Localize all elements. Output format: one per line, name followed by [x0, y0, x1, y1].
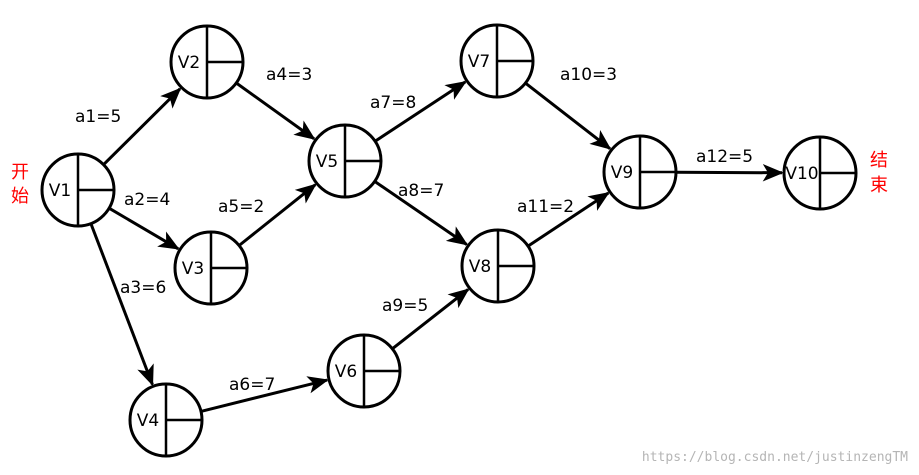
- node-v6: V6: [326, 333, 402, 409]
- edge-a2-arrow: [108, 206, 180, 251]
- end-label-char-1: 结: [870, 150, 888, 171]
- edge-a9-arrow: [391, 288, 470, 350]
- edge-a7-arrow: [374, 80, 467, 143]
- node-v8: V8: [460, 228, 536, 304]
- node-v9: V9: [602, 134, 678, 210]
- edge-a9-label: a9=5: [382, 296, 428, 316]
- edge-a5-arrow: [238, 183, 317, 247]
- node-v3: V3: [173, 230, 249, 306]
- node-v2: V2: [169, 24, 245, 100]
- edge-a12-arrow: [675, 163, 784, 182]
- node-v6-label: V6: [335, 362, 357, 382]
- start-label-char-2: 始: [11, 186, 29, 207]
- node-v10: V10: [782, 135, 858, 211]
- start-label-char-1: 开: [11, 162, 29, 183]
- edge-a8-arrow: [373, 180, 469, 246]
- edge-a7-label: a7=8: [370, 93, 416, 113]
- edge-a10-arrow: [524, 81, 612, 150]
- node-v7: V7: [459, 23, 535, 99]
- node-v9-label: V9: [611, 163, 633, 183]
- node-v5: V5: [307, 123, 383, 199]
- edge-a11-arrow: [527, 191, 610, 248]
- edge-a6-arrow: [200, 376, 329, 413]
- node-v1-label: V1: [49, 181, 71, 201]
- edges-layer: a1=5 a2=4 a3=6 a4=3 a5=2 a6=7 a7=8 a8=7 a9=5 a10=…: [75, 65, 784, 413]
- labels-layer: 开 始 结 束 https://blog.csdn.net/justinzeng…: [11, 150, 908, 465]
- edge-a2-label: a2=4: [124, 190, 170, 210]
- node-v7-label: V7: [468, 52, 490, 72]
- edge-a3-label: a3=6: [120, 278, 166, 298]
- edge-a11-label: a11=2: [517, 197, 574, 217]
- node-v5-label: V5: [316, 152, 338, 172]
- edge-a1-arrow: [102, 87, 182, 166]
- edge-a1-label: a1=5: [75, 107, 121, 127]
- node-v4: V4: [128, 382, 204, 458]
- edge-a4-arrow: [235, 81, 316, 141]
- end-label-char-2: 束: [870, 175, 888, 196]
- edge-a5-label: a5=2: [218, 197, 264, 217]
- edge-a6-label: a6=7: [229, 375, 275, 395]
- node-v8-label: V8: [469, 257, 491, 277]
- watermark: https://blog.csdn.net/justinzengTM: [642, 450, 908, 465]
- edge-a10-label: a10=3: [560, 65, 617, 85]
- node-v3-label: V3: [182, 259, 204, 279]
- node-v1: V1: [40, 152, 116, 228]
- edge-a8-label: a8=7: [398, 181, 444, 201]
- node-v10-label: V10: [785, 164, 818, 184]
- edge-a12-label: a12=5: [696, 147, 753, 167]
- node-v4-label: V4: [137, 411, 159, 431]
- node-v2-label: V2: [178, 53, 200, 73]
- edge-a3-arrow: [89, 223, 154, 387]
- edge-a4-label: a4=3: [266, 65, 312, 85]
